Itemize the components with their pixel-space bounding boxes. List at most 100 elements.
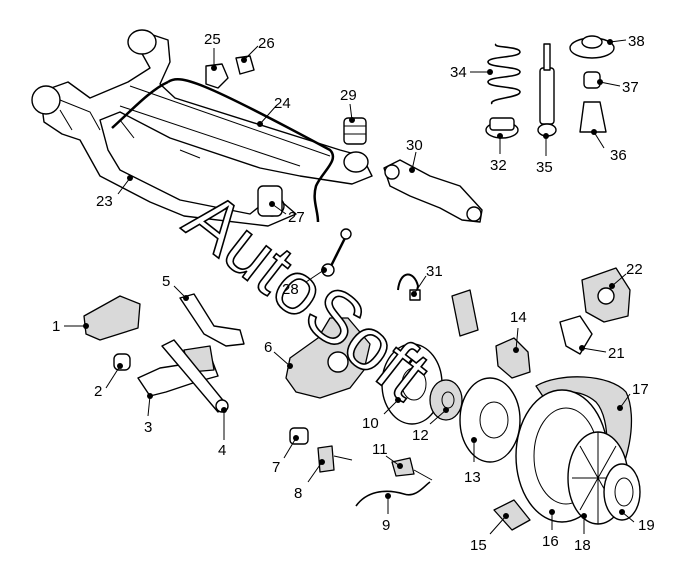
lower-control-arm-30 — [383, 159, 483, 223]
brake-disc-13 — [459, 377, 521, 463]
wheel-hub — [429, 379, 463, 421]
svg-text:9: 9 — [382, 517, 390, 534]
svg-text:38: 38 — [628, 33, 645, 50]
rear-brake-disc-10 — [381, 343, 443, 425]
callout-35: 35 — [536, 133, 553, 176]
caliper-carrier-21 — [559, 315, 593, 355]
callout-21: 21 — [579, 345, 625, 362]
bushing-7 — [289, 427, 309, 445]
spring-seat — [485, 117, 519, 139]
svg-text:37: 37 — [622, 79, 639, 96]
bushing-27 — [257, 185, 283, 217]
brake-caliper-14 — [495, 337, 531, 379]
callout-26: 26 — [241, 35, 275, 63]
svg-text:8: 8 — [294, 485, 302, 502]
svg-text:4: 4 — [218, 442, 226, 459]
callout-32: 32 — [490, 133, 507, 174]
rear-subframe — [31, 29, 373, 227]
callout-labels: 1 2 3 4 5 6 7 8 9 10 11 12 13 14 15 — [52, 31, 655, 554]
caliper-bracket — [451, 289, 479, 337]
callout-6: 6 — [264, 339, 293, 369]
callout-29: 29 — [340, 87, 357, 123]
svg-text:34: 34 — [450, 64, 467, 81]
stabilizer-bar — [111, 78, 335, 223]
svg-text:13: 13 — [464, 469, 481, 486]
callout-1: 1 — [52, 318, 89, 335]
callout-30: 30 — [406, 137, 423, 173]
svg-text:21: 21 — [608, 345, 625, 362]
svg-text:32: 32 — [490, 157, 507, 174]
hub-cap-19 — [603, 463, 641, 521]
callout-38: 38 — [607, 33, 645, 50]
callout-4: 4 — [218, 407, 227, 459]
callout-31: 31 — [411, 263, 443, 297]
stabilizer-bushing — [235, 55, 255, 75]
callout-17: 17 — [617, 381, 649, 411]
bracket-8 — [317, 445, 353, 473]
svg-text:10: 10 — [362, 415, 379, 432]
svg-text:19: 19 — [638, 517, 655, 534]
svg-text:11: 11 — [372, 441, 388, 458]
heat-shield-1 — [83, 295, 141, 341]
svg-text:23: 23 — [96, 193, 113, 210]
svg-text:25: 25 — [204, 31, 221, 48]
bump-stop — [343, 117, 367, 145]
svg-text:36: 36 — [610, 147, 627, 164]
stabilizer-clamp — [205, 63, 229, 89]
callout-25: 25 — [204, 31, 221, 71]
callout-3: 3 — [144, 393, 153, 436]
callout-23: 23 — [96, 175, 133, 210]
svg-text:31: 31 — [426, 263, 443, 280]
brake-pads-15 — [493, 499, 531, 531]
svg-text:1: 1 — [52, 318, 60, 335]
svg-text:24: 24 — [274, 95, 291, 112]
svg-text:3: 3 — [144, 419, 152, 436]
top-mount — [569, 35, 615, 59]
svg-text:35: 35 — [536, 159, 553, 176]
svg-text:17: 17 — [632, 381, 649, 398]
svg-text:5: 5 — [162, 273, 170, 290]
svg-text:27: 27 — [288, 209, 305, 226]
callout-27: 27 — [269, 201, 305, 226]
svg-text:30: 30 — [406, 137, 423, 154]
svg-text:12: 12 — [412, 427, 429, 444]
svg-text:14: 14 — [510, 309, 527, 326]
callout-24: 24 — [257, 95, 291, 127]
callout-9: 9 — [382, 493, 391, 534]
upper-arm-5 — [179, 293, 245, 347]
callout-8: 8 — [294, 459, 325, 502]
callout-18: 18 — [574, 513, 591, 554]
svg-text:16: 16 — [542, 533, 559, 550]
callout-37: 37 — [597, 79, 639, 96]
svg-text:22: 22 — [626, 261, 643, 278]
svg-text:2: 2 — [94, 383, 102, 400]
wheel-knuckle — [285, 317, 371, 399]
callout-13: 13 — [464, 437, 481, 486]
svg-text:6: 6 — [264, 339, 272, 356]
svg-text:28: 28 — [282, 281, 299, 298]
callout-11: 11 — [372, 441, 403, 469]
shock-absorber — [537, 43, 557, 137]
callout-28: 28 — [282, 267, 327, 298]
svg-text:18: 18 — [574, 537, 591, 554]
callout-2: 2 — [94, 363, 123, 400]
callout-10: 10 — [362, 397, 401, 432]
sensor-11 — [391, 457, 433, 481]
callout-5: 5 — [162, 273, 189, 301]
svg-text:26: 26 — [258, 35, 275, 52]
callout-36: 36 — [591, 129, 627, 164]
dust-boot — [579, 101, 607, 133]
callout-7: 7 — [272, 435, 299, 476]
wear-sensor-cable-9 — [355, 481, 431, 507]
svg-text:7: 7 — [272, 459, 280, 476]
callout-16: 16 — [542, 509, 559, 550]
mount-bushing — [583, 71, 601, 89]
coil-spring — [487, 43, 521, 105]
callout-12: 12 — [412, 407, 449, 444]
callout-34: 34 — [450, 64, 493, 81]
callout-22: 22 — [609, 261, 643, 289]
callout-19: 19 — [619, 509, 655, 534]
svg-text:29: 29 — [340, 87, 357, 104]
callout-14: 14 — [510, 309, 527, 353]
